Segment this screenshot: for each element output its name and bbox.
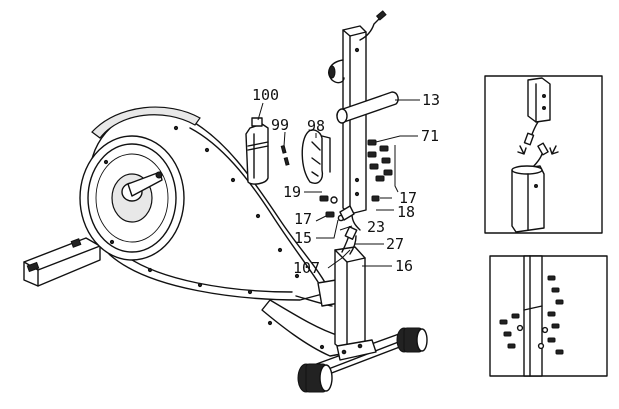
callout-17-right: 17	[399, 189, 417, 207]
callout-100: 100	[252, 86, 279, 104]
callout-23: 23	[367, 218, 385, 236]
callout-98: 98	[307, 117, 325, 135]
callout-16: 16	[395, 257, 413, 275]
leader-lines	[257, 99, 420, 269]
bottle-cage	[301, 129, 331, 184]
detail-inset-cable-connection	[484, 75, 603, 234]
callout-15: 15	[294, 229, 312, 247]
callout-107: 107	[293, 259, 320, 277]
handlebar-tube	[336, 91, 399, 124]
flywheel	[79, 135, 185, 261]
callout-13: 13	[422, 91, 440, 109]
part-callouts: 100 99 98 13 71 19 17 18 17 15 23 27 107…	[252, 86, 440, 277]
callout-18: 18	[397, 203, 415, 221]
callout-17-left: 17	[294, 210, 312, 228]
callout-19: 19	[283, 183, 301, 201]
upper-mast-tube	[328, 10, 387, 231]
housing-rivets	[103, 125, 325, 350]
callout-71: 71	[421, 127, 439, 145]
bottle-holder-screws	[280, 144, 290, 166]
water-bottle	[245, 117, 269, 185]
cable-connector	[341, 226, 358, 255]
detail-inset-bolt-fastening	[489, 255, 608, 377]
lower-mast-tube	[334, 246, 377, 361]
callout-99: 99	[271, 116, 289, 134]
mast-bolts	[319, 139, 393, 222]
callout-27: 27	[386, 235, 404, 253]
